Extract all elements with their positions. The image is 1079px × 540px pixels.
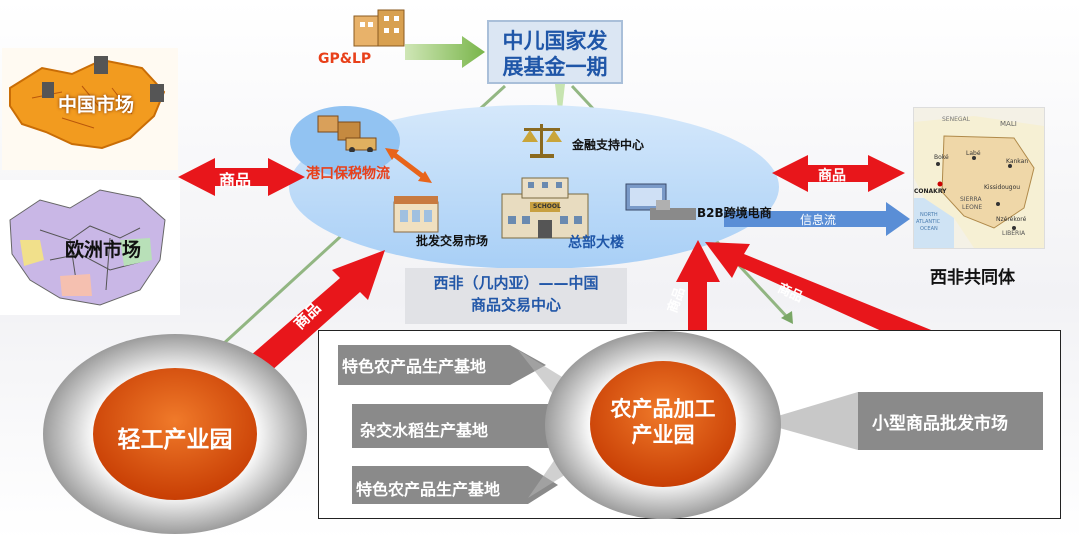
china-hub-goods-label: 商品 (219, 171, 252, 190)
base-label-2: 杂交水稻生产基地 (360, 421, 489, 440)
map-label-sierra: SIERRA (960, 196, 982, 203)
africa-hub-goods-arrow (772, 155, 905, 192)
map-label-leone: LEONE (962, 204, 983, 211)
info-flow-arrow (724, 202, 910, 236)
small-market-label: 小型商品批发市场 (872, 414, 1008, 434)
wholesale-market-label: 批发交易市场 (416, 234, 489, 248)
europe-map-panel (0, 180, 180, 315)
agri-cluster-shapes (338, 331, 1043, 519)
wholesale-link-head (418, 171, 432, 183)
hq-label: 总部大楼 (568, 235, 624, 251)
balance-scale-icon (522, 124, 562, 158)
map-label-kissidougou: Kissidougou (984, 184, 1021, 191)
fund-to-agri-arrowhead (781, 311, 793, 324)
fund-line-2: 展基金一期 (502, 55, 608, 79)
map-label-conakry: CONAKRY (914, 188, 947, 195)
school-sign: SCHOOL (533, 203, 561, 210)
finance-center-label: 金融支持中心 (572, 138, 645, 152)
west-africa-map: MALI SENEGAL CONAKRY SIERRA LEONE LIBERI… (913, 107, 1045, 249)
map-label-ocean-1: NORTH (920, 212, 938, 218)
china-map-panel (2, 48, 178, 170)
gplp-label: GP&LP (318, 51, 372, 67)
agri-park-line-1: 农产品加工 (610, 397, 716, 421)
base-label-1: 特色农产品生产基地 (342, 357, 487, 376)
map-label-nzerekore: Nzérékoré (996, 216, 1027, 223)
hq-building-icon (501, 177, 589, 239)
info-flow-label: 信息流 (800, 213, 837, 227)
china-market-label: 中国市场 (58, 94, 135, 116)
b2b-ecommerce-icon (625, 183, 696, 220)
map-label-liberia: LIBERIA (1002, 230, 1026, 237)
west-africa-label: 西非共同体 (930, 268, 1015, 288)
port-wholesale-link (390, 151, 427, 180)
wholesale-market-icon (393, 196, 439, 233)
base-label-3: 特色农产品生产基地 (356, 480, 501, 499)
map-label-ocean-3: OCEAN (920, 226, 938, 232)
hub-caption-line-1: 西非（几内亚）——中国 (433, 274, 599, 292)
small-market-box (858, 392, 1043, 450)
hub-caption: 西非（几内亚）——中国 商品交易中心 (405, 268, 627, 324)
agri-park-label: 农产品加工 产业园 (583, 396, 743, 448)
europe-map-icon (9, 189, 166, 306)
fund-to-hub-arrow (555, 84, 565, 110)
port-logistics-label: 港口保税物流 (306, 166, 390, 182)
map-label-labe: Labé (966, 150, 981, 157)
west-africa-map-icon (914, 116, 1044, 248)
map-label-mali: MALI (1000, 120, 1017, 128)
map-label-ocean-2: ATLANTIC (916, 219, 941, 225)
map-label-boke: Boké (934, 154, 949, 161)
light-park-goods-arrow (250, 250, 385, 372)
china-map-icon (9, 56, 166, 150)
agri-park-goods-arrow (676, 240, 720, 358)
africa-hub-goods-label: 商品 (818, 168, 846, 184)
agri-park-circle (590, 361, 736, 487)
fund-box: 中儿国家发 展基金一期 (487, 20, 623, 84)
base-arrow-1 (338, 345, 546, 385)
map-label-senegal: SENEGAL (942, 116, 970, 123)
base-arrow-2 (352, 404, 588, 448)
base-arrow-3 (352, 466, 558, 504)
china-hub-goods-arrow (178, 158, 305, 196)
fund-line-1: 中儿国家发 (502, 29, 608, 53)
agri-park-line-2: 产业园 (631, 423, 695, 447)
europe-market-label: 欧洲市场 (65, 239, 142, 261)
light-industry-park-label: 轻工产业园 (117, 427, 233, 453)
b2b-label: B2B跨境电商 (697, 206, 772, 220)
gplp-building-icon (353, 9, 405, 47)
map-label-kankan: Kankan (1006, 158, 1029, 165)
port-link-head (385, 148, 399, 160)
gplp-arrow (405, 36, 485, 68)
hub-caption-line-2: 商品交易中心 (470, 296, 561, 314)
logistics-icon (317, 115, 377, 152)
light-park-circle (93, 368, 257, 500)
